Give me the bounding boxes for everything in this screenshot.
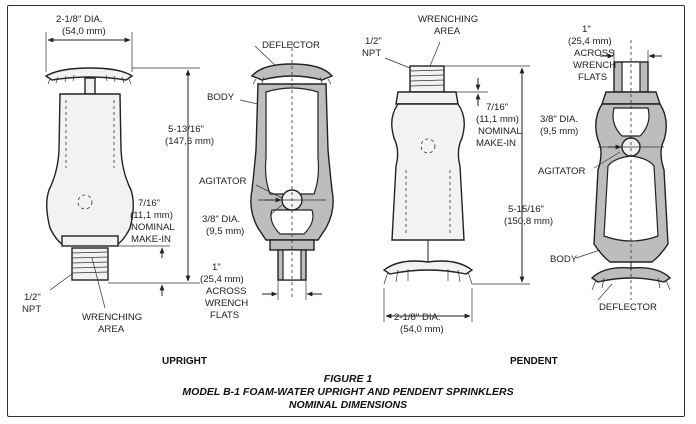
pendent-flats-label-2: (25,4 mm) [568,36,612,47]
upright-makein-label-3: NOMINAL [131,222,175,233]
upright-flats-label-2: (25,4 mm) [200,274,244,285]
upright-makein-label-4: MAKE-IN [131,234,171,245]
upright-wrench-label-2: AREA [98,324,125,335]
upright-deflector-shape [44,67,134,81]
pendent-makein-label-1: 7/16" [486,102,508,113]
upright-flats-label-1: 1" [212,262,221,273]
upright-npt-label-1: 1/2" [24,292,41,303]
pendent-dimensions [383,41,530,322]
pendent-section-view [590,40,672,300]
upright-body-shape [46,93,134,245]
upright-agitator-dia-label-2: (9,5 mm) [206,226,244,237]
pendent-body-label: BODY [550,254,578,265]
upright-makein-label-1: 7/16" [138,198,160,209]
pendent-flats-label-1: 1" [582,24,591,35]
pendent-body-shape [391,103,465,241]
pendent-agitator-label: AGITATOR [538,166,586,177]
upright-dimensions [45,32,200,309]
upright-agitator-label: AGITATOR [199,176,247,187]
pendent-agitator-dia-label-2: (9,5 mm) [540,126,578,137]
upright-height-label-1: 5-13/16" [168,124,204,135]
pendent-makein-label-4: MAKE-IN [476,138,516,149]
labels: 2-1/8" DIA. (54,0 mm) 5-13/16" (147,6 mm… [22,14,657,411]
upright-section-view [250,42,334,300]
figure-title: FIGURE 1 [324,373,373,385]
pendent-wrench-label-2: AREA [434,26,461,37]
pendent-dia-label-2: (54,0 mm) [400,324,444,335]
pendent-npt-label-2: NPT [362,48,381,59]
pendent-npt-label-1: 1/2" [365,36,382,47]
upright-section-dimensions [239,45,322,300]
pendent-makein-label-2: (11,1 mm) [476,114,519,125]
upright-flats-label-5: FLATS [210,310,239,321]
upright-deflector-label: DEFLECTOR [262,40,320,51]
pendent-flats-label-3: ACROSS [574,48,615,59]
upright-wrench-label-1: WRENCHING [82,312,142,323]
upright-flats-label-4: WRENCH [205,298,248,309]
pendent-agitator-dia-label-1: 3/8" DIA. [540,114,578,125]
pendent-wrench-label-1: WRENCHING [418,14,478,25]
figure-border [7,5,685,417]
upright-dia-label-1: 2-1/8" DIA. [56,14,103,25]
pendent-height-label-2: (150,8 mm) [504,216,553,227]
upright-height-label-2: (147,6 mm) [165,136,214,147]
upright-heading: UPRIGHT [162,356,207,367]
pendent-section-dimensions [575,50,662,301]
figure-subtitle-2: NOMINAL DIMENSIONS [289,399,407,411]
pendent-deflector-shape [382,260,474,275]
pendent-flats-label-4: WRENCH [573,60,616,71]
upright-flats-label-3: ACROSS [206,286,247,297]
pendent-exterior-view [382,65,474,285]
upright-makein-label-2: (11,1 mm) [130,210,173,221]
upright-body-label: BODY [207,92,235,103]
pendent-height-label-1: 5-15/16" [508,204,544,215]
upright-dia-label-2: (54,0 mm) [62,26,106,37]
figure-subtitle-1: MODEL B-1 FOAM-WATER UPRIGHT AND PENDENT… [182,386,513,398]
pendent-makein-label-3: NOMINAL [478,126,522,137]
pendent-dia-label-1: 2-1/8" DIA. [394,312,441,323]
pendent-deflector-label: DEFLECTOR [599,302,657,313]
upright-agitator-dia-label-1: 3/8" DIA. [202,214,240,225]
upright-exterior-view [44,67,134,281]
pendent-heading: PENDENT [510,356,558,367]
pendent-flats-label-5: FLATS [578,72,607,83]
upright-npt-label-2: NPT [22,304,41,315]
